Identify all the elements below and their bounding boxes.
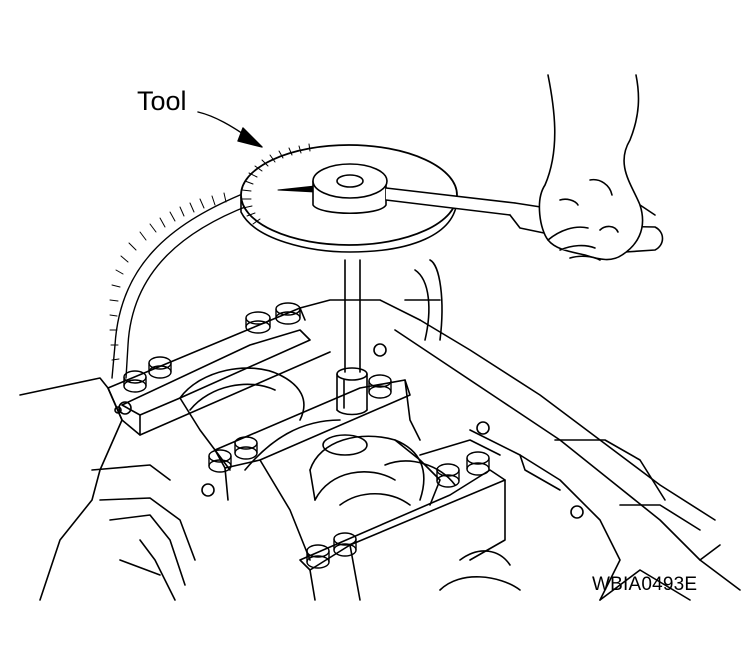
hand-holding-tool [538, 74, 656, 261]
tool-leader-arrow [197, 111, 263, 148]
socket-extension [336, 259, 368, 416]
tool-callout-label: Tool [137, 86, 187, 116]
bolt-pair-middle [208, 436, 258, 473]
cylinder-block [19, 259, 741, 601]
bearing-cap-bolts [123, 302, 490, 569]
bolt-pair-front [306, 532, 357, 569]
arm-ticks [109, 192, 227, 361]
figure-reference-code: WBIA0493E [592, 574, 698, 595]
bolt-pair-left [123, 356, 172, 393]
bolt-center-right [368, 374, 392, 399]
angle-gauge-tool [109, 143, 664, 379]
bolt-pair-rear [245, 302, 301, 334]
disc-scale-ticks [241, 143, 311, 225]
bolt-pair-right [436, 451, 490, 488]
